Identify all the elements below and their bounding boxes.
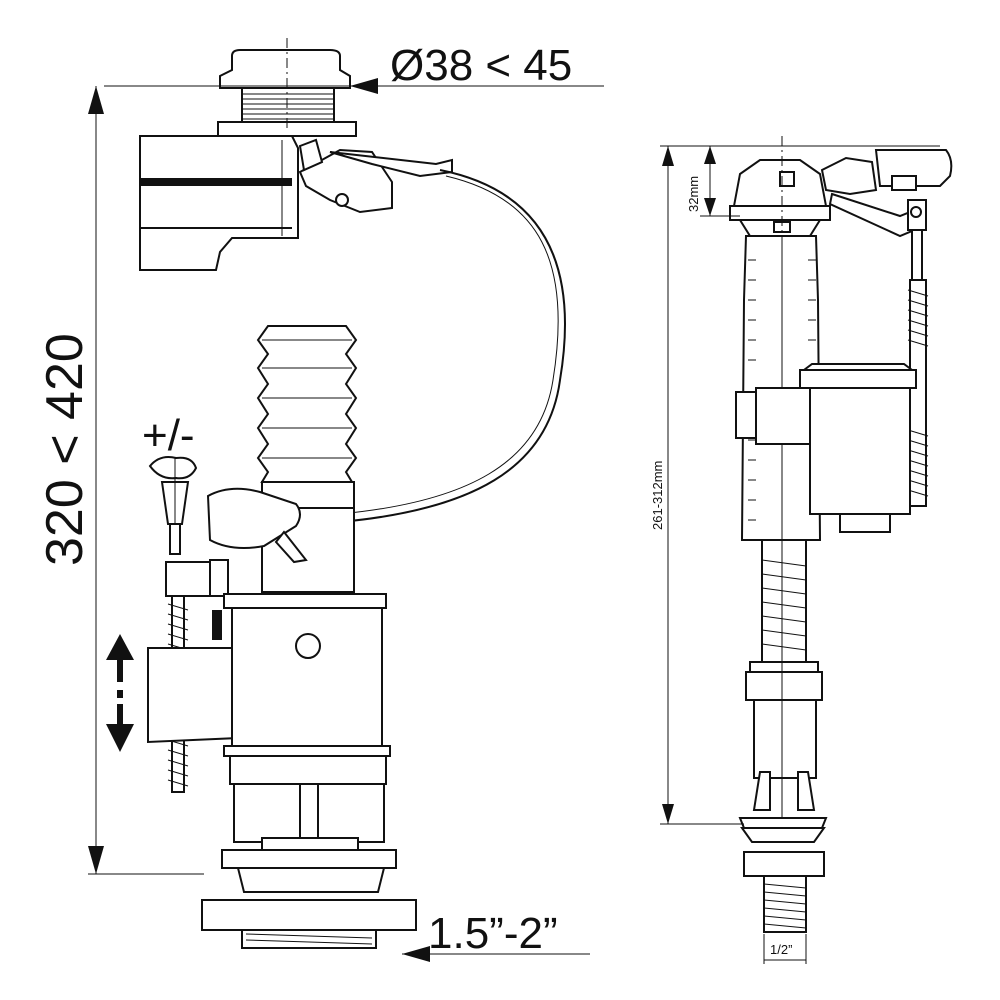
flush-valve-drawing [106, 38, 566, 949]
float-arm [206, 487, 308, 564]
adjust-screw [148, 456, 198, 555]
label-inlet-thread: 1/2” [770, 942, 792, 957]
float-adjust-rod [907, 229, 929, 507]
cable [299, 169, 566, 525]
button-housing [139, 135, 299, 271]
fill-float-cup [799, 363, 917, 533]
float-lever [820, 149, 953, 238]
dimension-button-diameter: Ø38 < 45 [104, 41, 604, 94]
label-outlet-size: 1.5”-2” [428, 909, 558, 958]
fill-valve-head [729, 159, 831, 237]
valve-body [221, 593, 397, 893]
base-nut [201, 899, 417, 949]
label-fill-height: 261-312mm [650, 461, 665, 530]
dimension-fill-height: 261-312mm [650, 146, 744, 825]
dimension-inlet-thread: 1/2” [763, 934, 807, 964]
label-float-offset: 32mm [686, 176, 701, 212]
dimension-flush-height: 320 < 420 [36, 86, 204, 875]
fill-valve-drawing [729, 136, 953, 933]
nf-logo [295, 633, 321, 659]
bellows [256, 325, 358, 593]
lever-cam [298, 138, 453, 214]
fill-valve-base [738, 817, 828, 933]
up-down-arrow [106, 634, 134, 752]
label-button-diameter: Ø38 < 45 [390, 41, 572, 90]
dimension-float-offset: 32mm [660, 145, 940, 217]
label-flush-height: 320 < 420 [36, 333, 94, 566]
dimension-outlet: 1.5”-2” [402, 909, 590, 962]
fill-valve-body [735, 221, 822, 541]
float-guide [165, 559, 229, 640]
push-button [217, 49, 357, 137]
label-adjust: +/- [142, 411, 195, 460]
telescopic-section [745, 539, 823, 820]
